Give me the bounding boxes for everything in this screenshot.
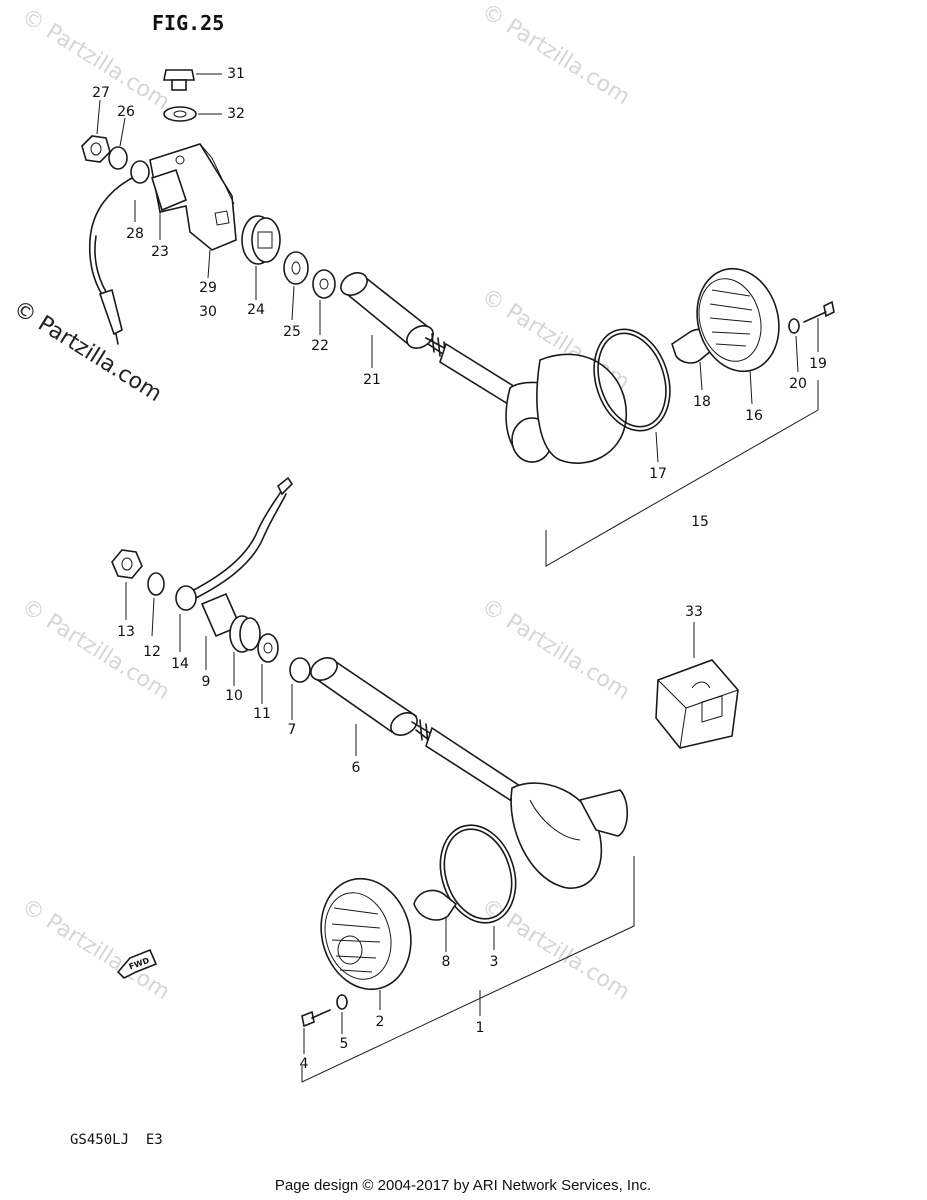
part-label-22: 22 — [311, 338, 329, 354]
fwd-arrow-icon — [116, 948, 158, 979]
part-label-11: 11 — [253, 706, 271, 722]
part-label-10: 10 — [225, 688, 243, 704]
part-label-24: 24 — [247, 302, 265, 318]
wire — [88, 177, 133, 301]
washer-32 — [163, 106, 197, 122]
washer-12 — [147, 572, 165, 596]
nut-27 — [81, 135, 111, 163]
part-label-5: 5 — [340, 1036, 349, 1052]
washer-26 — [108, 146, 128, 170]
lamp-housing-lower — [510, 782, 603, 889]
part-label-9: 9 — [202, 674, 211, 690]
part-label-25: 25 — [283, 324, 301, 340]
part-label-26: 26 — [117, 104, 135, 120]
part-label-28: 28 — [126, 226, 144, 242]
bolt-31 — [163, 69, 195, 81]
model-code: GS450LJ E3 — [70, 1132, 163, 1148]
terminal-28 — [130, 160, 150, 184]
figure-title: FIG.25 — [152, 11, 224, 35]
plate-7 — [289, 657, 311, 683]
lower-assembly: FWD — [111, 476, 739, 1083]
screw-4 — [301, 1010, 315, 1028]
lock-plate-22 — [312, 269, 336, 299]
part-label-3: 3 — [490, 954, 499, 970]
washer-11 — [257, 633, 279, 663]
part-label-12: 12 — [143, 644, 161, 660]
watermark: © Partzilla.com — [477, 594, 634, 705]
screw-19 — [823, 300, 835, 318]
part-label-32: 32 — [227, 106, 245, 122]
nut-13 — [111, 549, 143, 579]
part-label-27: 27 — [92, 85, 110, 101]
part-label-19: 19 — [809, 356, 827, 372]
part-label-15: 15 — [691, 514, 709, 530]
part-label-17: 17 — [649, 466, 667, 482]
part-label-29: 29 — [199, 280, 217, 296]
lens-2 — [320, 877, 412, 991]
wire-lower — [185, 489, 283, 595]
washer-20 — [788, 318, 800, 334]
part-labels: 31 32 27 26 28 23 29 30 24 25 22 21 18 1… — [92, 66, 827, 1072]
part-label-14: 14 — [171, 656, 189, 672]
part-label-30: 30 — [199, 304, 217, 320]
watermark: © Partzilla.com — [9, 296, 166, 407]
page-footer: Page design © 2004-2017 by ARI Network S… — [275, 1177, 651, 1194]
part-label-21: 21 — [363, 372, 381, 388]
washer-5 — [336, 994, 348, 1010]
upper-assembly — [81, 69, 835, 567]
part-label-13: 13 — [117, 624, 135, 640]
part-label-4: 4 — [300, 1056, 309, 1072]
part-label-8: 8 — [442, 954, 451, 970]
bracket-23 — [149, 143, 237, 251]
part-label-20: 20 — [789, 376, 807, 392]
part-label-2: 2 — [376, 1014, 385, 1030]
o-ring-3 — [439, 824, 517, 924]
part-label-31: 31 — [227, 66, 245, 82]
terminal-14 — [175, 585, 197, 611]
part-label-18: 18 — [693, 394, 711, 410]
bulb-8 — [413, 889, 458, 921]
part-label-7: 7 — [288, 722, 297, 738]
part-label-23: 23 — [151, 244, 169, 260]
o-ring-17 — [593, 328, 671, 432]
part-label-16: 16 — [745, 408, 763, 424]
part-label-6: 6 — [352, 760, 361, 776]
washer-25 — [283, 251, 309, 285]
part-label-33: 33 — [685, 604, 703, 620]
watermark: © Partzilla.com — [477, 0, 634, 110]
lens-16 — [696, 267, 780, 373]
part-label-1: 1 — [476, 1020, 485, 1036]
